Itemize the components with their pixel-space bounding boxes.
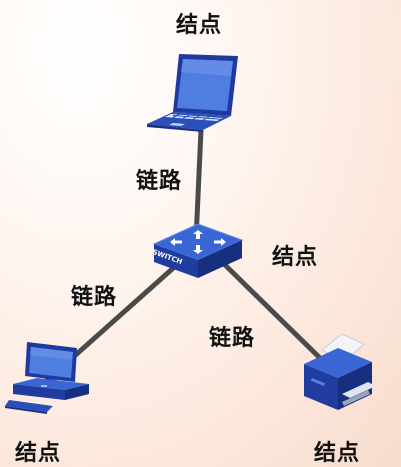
node-label-printer: 结点 [314, 441, 361, 466]
node-label-laptop: 结点 [176, 13, 223, 38]
link-switch-laptop [193, 129, 204, 241]
laptop-icon [147, 54, 238, 132]
link-label-laptop: 链路 [136, 169, 183, 194]
link-switch-desktop [68, 260, 182, 362]
node-label-desktop: 结点 [15, 441, 62, 466]
link-label-printer: 链路 [209, 326, 256, 351]
network-switch-icon [152, 223, 244, 278]
link-label-desktop: 链路 [71, 285, 118, 310]
node-label-switch: 结点 [272, 245, 319, 270]
desktop-computer-icon [5, 342, 89, 414]
link-switch-printer [220, 260, 324, 362]
printer-icon [304, 333, 376, 410]
